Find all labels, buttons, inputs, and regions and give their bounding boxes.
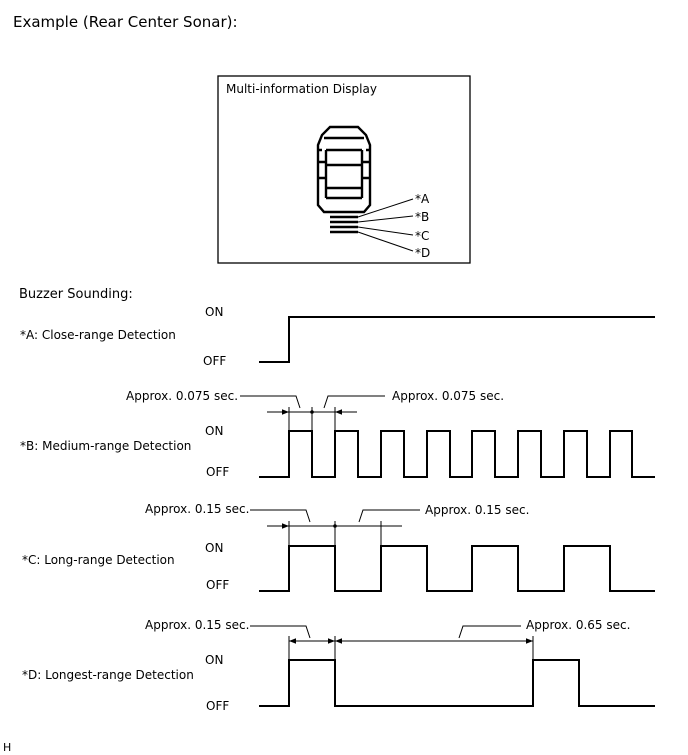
row-b-right-note: Approx. 0.075 sec. <box>392 389 504 403</box>
marker-b: *B <box>415 210 429 224</box>
row-c-timing-annotation <box>250 509 420 546</box>
buzzer-title: Buzzer Sounding: <box>19 287 133 302</box>
row-d-left-note: Approx. 0.15 sec. <box>145 618 249 632</box>
row-c-on-label: ON <box>205 541 223 555</box>
row-c-label: *C: Long-range Detection <box>22 553 175 567</box>
row-d-label: *D: Longest-range Detection <box>22 668 194 682</box>
row-b-off-label: OFF <box>206 465 229 479</box>
car-icon <box>316 125 372 214</box>
corner-mark: H <box>3 741 11 754</box>
marker-d: *D <box>415 246 430 260</box>
row-b-label: *B: Medium-range Detection <box>20 439 191 453</box>
row-b-timing-annotation <box>240 395 385 430</box>
marker-leader-lines <box>357 198 414 252</box>
marker-c: *C <box>415 229 429 243</box>
row-b-left-note: Approx. 0.075 sec. <box>126 389 238 403</box>
row-c-left-note: Approx. 0.15 sec. <box>145 502 249 516</box>
row-d-on-label: ON <box>205 653 223 667</box>
row-d-waveform <box>259 659 655 707</box>
row-b-waveform <box>259 430 655 478</box>
row-c-waveform <box>259 545 655 592</box>
row-c-off-label: OFF <box>206 578 229 592</box>
sonar-range-lines <box>330 215 358 234</box>
page-heading: Example (Rear Center Sonar): <box>13 13 238 31</box>
row-d-timing-annotation <box>250 625 534 660</box>
row-a-on-label: ON <box>205 305 223 319</box>
row-d-off-label: OFF <box>206 699 229 713</box>
row-a-off-label: OFF <box>203 354 226 368</box>
display-box <box>217 75 471 264</box>
display-box-title: Multi-information Display <box>226 82 377 96</box>
row-b-on-label: ON <box>205 424 223 438</box>
row-a-label: *A: Close-range Detection <box>20 328 176 342</box>
row-c-right-note: Approx. 0.15 sec. <box>425 503 529 517</box>
row-d-right-note: Approx. 0.65 sec. <box>526 618 630 632</box>
marker-a: *A <box>415 192 430 206</box>
row-a-waveform <box>259 316 655 363</box>
